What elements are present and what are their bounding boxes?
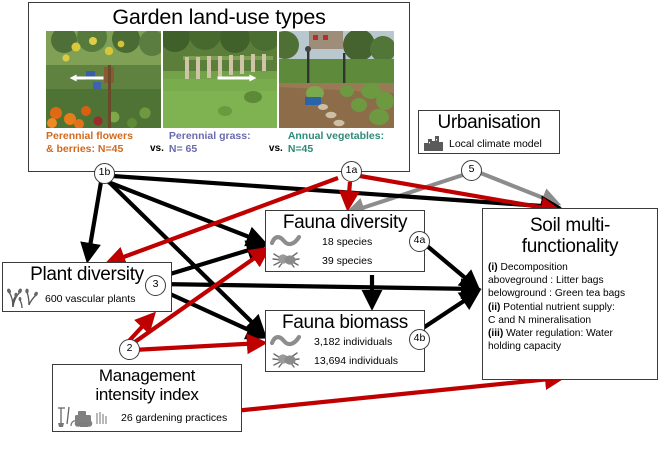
urbanisation-title: Urbanisation (437, 112, 541, 133)
fauna-biomass-worm-value: 3,182 individuals (314, 335, 393, 348)
path-label-2[interactable]: 2 (119, 339, 140, 360)
perennial-grass-photo (162, 31, 278, 128)
fauna-diversity-spider-value: 39 species (322, 254, 373, 267)
management-title-line2: intensity index (95, 385, 199, 404)
fauna-biomass-row-worm: 3,182 individuals (266, 333, 424, 350)
earthworm-icon (269, 333, 302, 350)
soil-function-list: (i) Decomposition aboveground : Litter b… (483, 257, 657, 353)
fauna-biomass-row-spider: 13,694 individuals (266, 350, 424, 371)
path-label-5[interactable]: 5 (461, 160, 482, 181)
urbanisation-box: Urbanisation Local climate model (418, 110, 560, 154)
plant-diversity-box: Plant diversity (2, 262, 172, 312)
soil-item-1: aboveground : Litter bags (488, 275, 604, 287)
fauna-diversity-row-spider: 39 species (266, 250, 424, 271)
soil-item-0: (i) Decomposition (488, 262, 568, 273)
management-intensity-box: Management intensity index (52, 364, 242, 432)
photo-strip (46, 31, 395, 128)
soil-item-2: belowground : Green tea bags (488, 288, 626, 300)
fauna-diversity-worm-value: 18 species (322, 235, 373, 248)
plant-diversity-sub: 600 vascular plants (45, 292, 136, 305)
fauna-biomass-spider-value: 13,694 individuals (314, 354, 399, 367)
plant-sprout-icon (7, 285, 41, 312)
earthworm-icon (269, 233, 302, 250)
fauna-diversity-box: Fauna diversity 18 species 3 (265, 210, 425, 272)
panel-title: Garden land-use types (112, 5, 326, 29)
spider-icon (270, 350, 302, 371)
path-label-4b[interactable]: 4b (409, 329, 430, 350)
soil-item-6: holding capacity (488, 341, 562, 353)
annual-vegetables-photo (279, 31, 395, 128)
city-skyline-icon (423, 134, 445, 154)
fauna-diversity-row-worm: 18 species (266, 233, 424, 250)
soil-title-line1: Soil multi- (529, 215, 611, 236)
caption-perennial-grass: Perennial grass: N= 65 (168, 130, 251, 155)
soil-item-3: (ii) Potential nutrient supply: (488, 301, 615, 313)
soil-multifunctionality-box: Soil multi- functionality (i) Decomposit… (482, 208, 658, 380)
soil-item-5: (iii) Water regulation: Water (488, 328, 613, 340)
fauna-biomass-box: Fauna biomass 3,182 individuals (265, 310, 425, 372)
garden-land-use-panel: Garden land-use types (28, 2, 410, 172)
spider-icon (270, 250, 302, 271)
fauna-diversity-title: Fauna diversity (282, 212, 408, 233)
path-label-1b[interactable]: 1b (94, 163, 115, 184)
perennial-flowers-photo (46, 31, 161, 128)
vs-label-1: vs. (150, 143, 164, 154)
path-label-1a[interactable]: 1a (341, 161, 362, 182)
path-label-4a[interactable]: 4a (409, 231, 430, 252)
vs-label-2: vs. (268, 143, 283, 154)
path-label-3[interactable]: 3 (145, 275, 166, 296)
soil-title-line2: functionality (521, 236, 619, 257)
plant-diversity-title: Plant diversity (30, 264, 144, 285)
urbanisation-sub: Local climate model (449, 138, 542, 150)
caption-perennial-flowers: Perennial flowers & berries: N=45 (46, 130, 133, 155)
management-title-line1: Management (98, 366, 196, 385)
soil-item-4: C and N mineralisation (488, 314, 592, 326)
photo-captions: Perennial flowers & berries: N=45 vs. Pe… (46, 130, 398, 170)
fauna-biomass-title: Fauna biomass (281, 312, 408, 333)
management-sub: 26 gardening practices (121, 411, 228, 424)
garden-tools-icon (57, 404, 117, 431)
caption-annual-vegetables: Annual vegetables: N=45 (287, 130, 385, 155)
